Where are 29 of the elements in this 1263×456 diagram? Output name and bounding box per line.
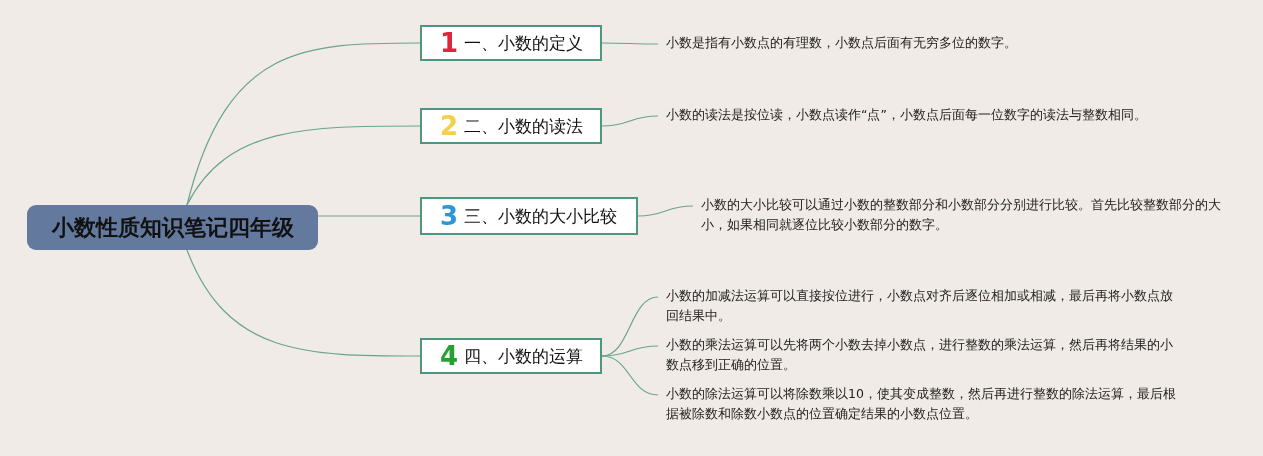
topic-number: 2 bbox=[440, 113, 459, 139]
topic-number: 1 bbox=[440, 30, 459, 56]
topic-box bbox=[420, 338, 602, 374]
connector-line bbox=[186, 125, 421, 206]
connector-line bbox=[601, 345, 659, 357]
root-title: 小数性质知识笔记四年级 bbox=[51, 213, 294, 242]
topic-box bbox=[420, 25, 602, 61]
topic-box bbox=[420, 108, 602, 144]
topic-box bbox=[420, 197, 638, 235]
connector-line bbox=[601, 355, 659, 396]
note-text: 小数的读法是按位读，小数点读作“点”，小数点后面每一位数字的读法与整数相同。 bbox=[658, 105, 1178, 125]
topic-number: 3 bbox=[440, 203, 459, 229]
connector-line bbox=[186, 249, 421, 357]
connector-line bbox=[637, 205, 694, 217]
connector-line bbox=[186, 42, 421, 206]
note-text: 小数是指有小数点的有理数，小数点后面有无穷多位的数字。 bbox=[658, 33, 1226, 53]
note-text: 小数的乘法运算可以先将两个小数去掉小数点，进行整数的乘法运算，然后再将结果的小数点移到正确的位置。 bbox=[658, 335, 1178, 375]
note-text: 小数的大小比较可以通过小数的整数部分和小数部分分别进行比较。首先比较整数部分的大小，如果相同就逐位比较小数部分的数字。 bbox=[693, 195, 1221, 235]
topic-title: 三、小数的大小比较 bbox=[464, 204, 618, 228]
root-topic-box bbox=[27, 205, 318, 250]
note-text: 小数的除法运算可以将除数乘以10，使其变成整数，然后再进行整数的除法运算，最后根据被除数和除数小数点的位置确定结果的小数点位置。 bbox=[658, 384, 1178, 424]
connector-line bbox=[317, 215, 421, 217]
topic-title: 一、小数的定义 bbox=[464, 31, 584, 55]
connector-line bbox=[601, 42, 659, 45]
connector-line bbox=[601, 115, 659, 127]
topic-number: 4 bbox=[440, 343, 459, 369]
topic-title: 四、小数的运算 bbox=[464, 344, 584, 368]
topic-title: 二、小数的读法 bbox=[464, 114, 584, 138]
note-text: 小数的加减法运算可以直接按位进行，小数点对齐后逐位相加或相减，最后再将小数点放回结果中。 bbox=[658, 286, 1178, 326]
